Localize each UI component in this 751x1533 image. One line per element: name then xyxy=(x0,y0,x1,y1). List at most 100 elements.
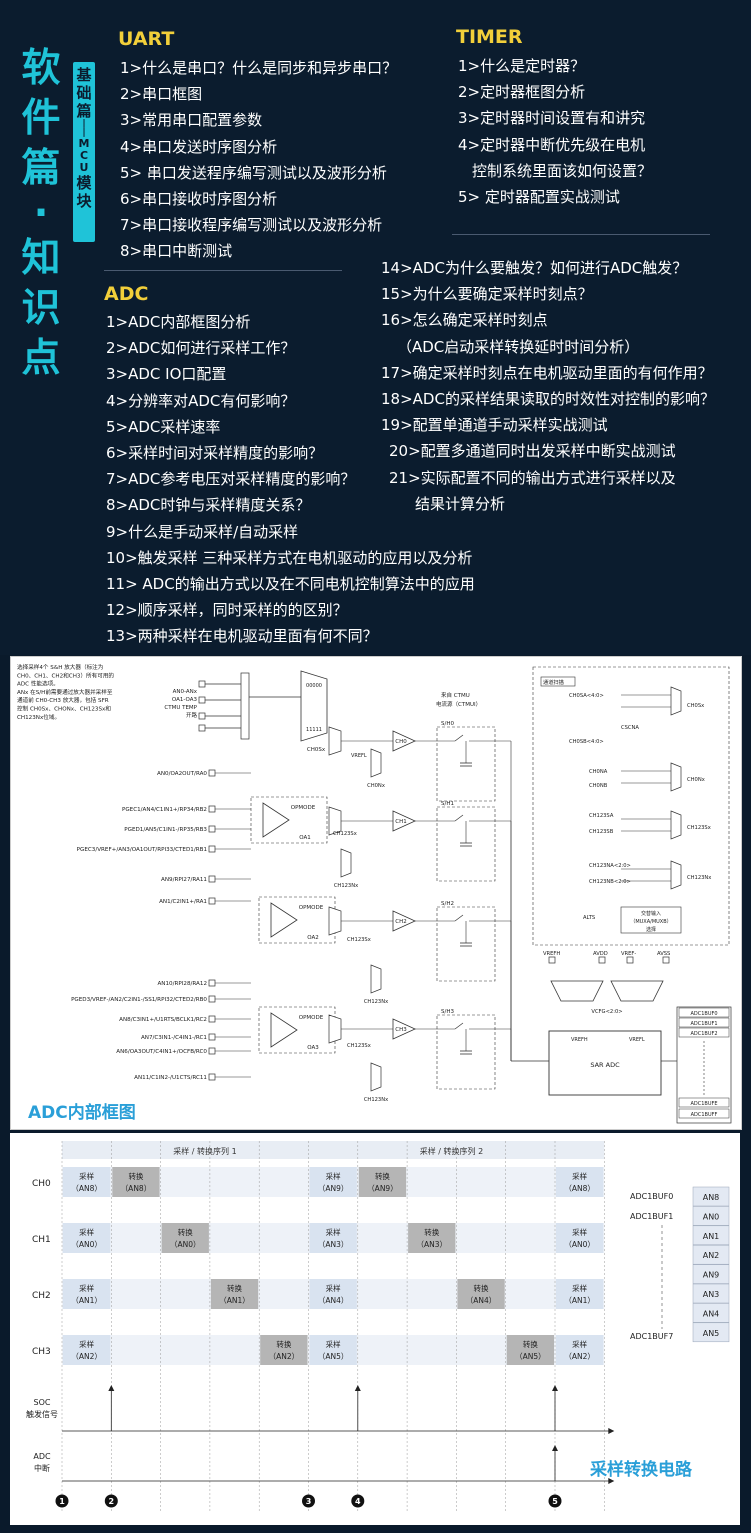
opamp-name-label: OA2 xyxy=(307,935,319,941)
pin-box xyxy=(208,769,216,777)
note-line: ADC 性能选项。 xyxy=(17,680,59,688)
input-pin-label: AN1/C2IN1+/RA1 xyxy=(159,899,207,905)
cell-label: 采样 xyxy=(326,1171,341,1181)
timer-divider xyxy=(452,234,710,235)
mux-label: CH0Sx xyxy=(307,747,326,753)
pin-box xyxy=(208,1033,216,1041)
opamp-name-label: OA1 xyxy=(299,835,311,841)
pin-box xyxy=(208,1015,216,1023)
input-pin-label: AN7/C3IN1-/C4IN1-/RC1 xyxy=(141,1035,207,1041)
right-block-label: （MUXA/MUXB） xyxy=(630,919,671,925)
note-line: CH123Nx位域。 xyxy=(17,713,60,721)
right-mux xyxy=(670,860,682,890)
list-item: 6>串口接收时序图分析 xyxy=(120,190,278,208)
input-pin-label: AN6/OA3OUT/C4IN1+/OCFB/RC0 xyxy=(116,1049,207,1055)
uart-title: UART xyxy=(118,28,175,50)
mux-input-label: CTMU TEMP xyxy=(164,705,197,711)
buf-value: AN8 xyxy=(703,1193,720,1202)
ref-pin-label: VREF- xyxy=(621,951,636,957)
side-title-char: 软 xyxy=(21,46,61,91)
ref-pin-label: AVDD xyxy=(593,951,608,957)
convert-cell xyxy=(112,1167,160,1197)
adc-int-sub-label: 中断 xyxy=(34,1463,50,1473)
right-block-label: CH0NB xyxy=(589,783,608,789)
list-item: 7>ADC参考电压对采样精度的影响？ xyxy=(106,470,356,489)
soc-arrowhead xyxy=(552,1385,558,1391)
secondary-mux xyxy=(340,848,352,878)
ctmu-label: 来自 CTMU xyxy=(441,691,470,699)
cell-label: （AN0） xyxy=(170,1240,201,1249)
side-title-char: 件 xyxy=(21,96,61,141)
marker-circle xyxy=(55,1494,69,1508)
list-item: 2>ADC如何进行采样工作？ xyxy=(106,339,296,358)
sh-label: S/H0 xyxy=(441,721,454,727)
cell-label: 转换 xyxy=(375,1171,390,1181)
cell-label: 转换 xyxy=(178,1227,193,1237)
right-block-label: 通道扫描 xyxy=(543,678,564,686)
cell-label: （AN9） xyxy=(367,1184,398,1193)
convert-cell xyxy=(506,1335,554,1365)
list-item: 13>两种采样在电机驱动里面有何不同？ xyxy=(106,627,378,646)
bus-box xyxy=(240,672,250,740)
buffer-label: ADC1BUF2 xyxy=(690,1031,717,1037)
list-item: 17>确定采样时刻点在电机驱动里面的有何作用？ xyxy=(381,363,713,382)
buf-label: ADC1BUF1 xyxy=(630,1212,673,1221)
opamp-box xyxy=(250,796,328,844)
row-label: CH0 xyxy=(32,1179,51,1189)
ref-pin-label: VREFH xyxy=(543,951,560,957)
soc-sub-label: 触发信号 xyxy=(26,1409,58,1419)
ch0-mux xyxy=(300,670,328,742)
soc-arrowhead xyxy=(354,1385,361,1391)
cell-label: （AN2） xyxy=(269,1352,300,1361)
sample-cell xyxy=(556,1223,604,1253)
vref-mux xyxy=(610,980,664,1002)
sample-cell xyxy=(63,1279,111,1309)
input-select-box xyxy=(532,666,730,946)
list-item: 1>什么是定时器？ xyxy=(458,57,586,75)
right-block-label: CH123SB xyxy=(589,829,614,835)
block-diagram-caption: ADC内部框图 xyxy=(28,1103,136,1123)
buf-value-cell xyxy=(692,1283,730,1304)
cell-label: 转换 xyxy=(523,1339,538,1349)
cell-label: （AN1） xyxy=(564,1296,595,1305)
channel-label: CH1 xyxy=(395,819,406,825)
mux-label: CH123Nx xyxy=(364,1097,388,1103)
buf-value: AN9 xyxy=(703,1271,720,1280)
sample-cell xyxy=(63,1167,111,1197)
list-item: 10>触发采样 三种采样方式在电机驱动的应用以及分析 xyxy=(106,548,473,567)
mux-label: CH123Sx xyxy=(333,831,357,837)
list-item: 18>ADC的采样结果读取的时效性对控制的影响？ xyxy=(381,390,715,408)
sh-box xyxy=(436,806,496,882)
row-label: CH2 xyxy=(32,1291,51,1301)
buf-value: AN1 xyxy=(703,1232,720,1241)
list-item: 2>定时器框图分析 xyxy=(458,83,586,102)
cell-label: （AN8） xyxy=(71,1184,102,1193)
opamp xyxy=(262,802,290,838)
channel-mux xyxy=(328,726,342,756)
right-block-label: CSCNA xyxy=(621,725,639,731)
side-title: 软件篇·知识点 xyxy=(18,44,64,384)
alt-select-box xyxy=(620,906,682,934)
right-block-label: CH0SA<4:0> xyxy=(569,693,604,699)
cell-label: （AN9） xyxy=(318,1184,349,1193)
mux-label: CH123Nx xyxy=(364,999,388,1005)
right-block-label: 选择 xyxy=(646,926,656,933)
channel-mux xyxy=(328,1014,342,1044)
adc-int-arrowhead xyxy=(552,1445,558,1451)
marker-number: 4 xyxy=(355,1497,361,1506)
mux-input-label: 开路 xyxy=(186,711,198,719)
list-item: 结果计算分析 xyxy=(415,494,506,513)
buf-value-cell xyxy=(692,1244,730,1265)
list-item: 9>什么是手动采样/自动采样 xyxy=(106,522,299,541)
buf-value-cell xyxy=(692,1264,730,1284)
opamp-box xyxy=(258,896,336,944)
buffer-label: ADC1BUFE xyxy=(690,1101,717,1107)
adc-block-diagram-svg: 选择采样4个 S&H 放大器（标注为CH0、CH1、CH2和CH3）所有可用的A… xyxy=(17,663,732,1124)
opamp-box xyxy=(258,1006,336,1054)
timer-title: TIMER xyxy=(456,26,523,48)
sh-box xyxy=(436,1014,496,1090)
list-item: 1>什么是串口？什么是同步和异步串口？ xyxy=(120,59,398,77)
sample-cell xyxy=(63,1335,111,1365)
cell-label: （AN5） xyxy=(515,1352,546,1361)
